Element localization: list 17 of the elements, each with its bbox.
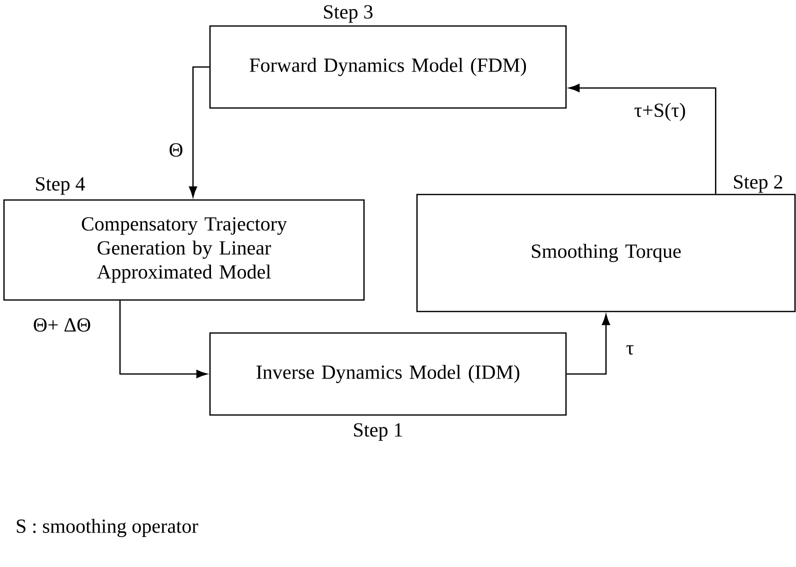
step-label: Step 2 xyxy=(734,175,782,193)
edge-label: Θ+ ΔΘ xyxy=(32,317,92,333)
edge-label: Θ xyxy=(168,142,184,158)
edge-label: τ xyxy=(624,344,636,356)
process-box: Compensatory Trajectory Generation by Linear Approximated Model xyxy=(3,199,365,301)
edge-label: τ+S(τ) xyxy=(633,102,687,122)
step-label: Step 3 xyxy=(324,5,372,23)
arrow xyxy=(566,314,610,375)
process-box: Smoothing Torque xyxy=(416,194,796,312)
arrow xyxy=(568,84,716,194)
step-label: Step 4 xyxy=(36,177,85,195)
step-label: Step 1 xyxy=(354,423,402,441)
process-box: Inverse Dynamics Model (IDM) xyxy=(209,332,567,416)
note: S : smoothing operator xyxy=(16,518,198,538)
arrow xyxy=(119,300,208,378)
arrow xyxy=(188,66,210,198)
process-box: Forward Dynamics Model (FDM) xyxy=(209,25,567,109)
